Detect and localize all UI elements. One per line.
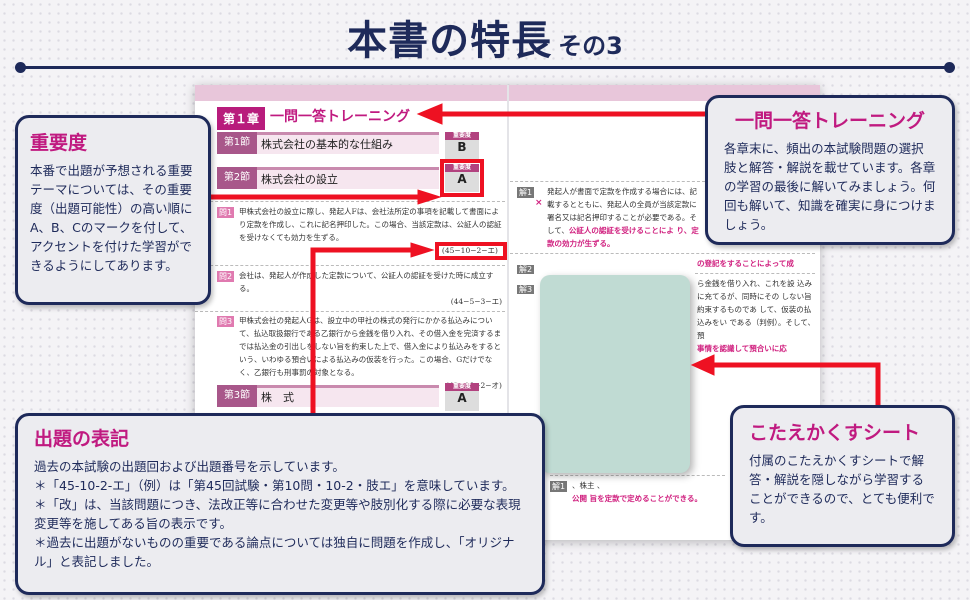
section-header: 第3節株 式 — [217, 385, 439, 407]
callout-body: 過去の本試験の出題回および出題番号を示しています。 — [34, 459, 345, 474]
page-title: 本書の特長その3 — [0, 8, 970, 66]
divider-dot — [944, 62, 955, 73]
callout-training: 一問一答トレーニング 各章末に、頻出の本試験問題の選択肢と解答・解説を載せていま… — [705, 95, 955, 245]
callout-title: 一問一答トレーニング — [734, 110, 925, 132]
answer-item: 解1 × 発起人が書面で定款を作成する場合には、記載するとともに、発起人の全員が… — [517, 185, 700, 250]
importance-label: 重要度 — [445, 383, 479, 391]
answer-highlight: 事情を認識して預合いに応 — [697, 344, 787, 353]
title-divider — [22, 66, 948, 69]
question-text: 甲株式会社の設立に際し、発起人Fは、会社法所定の事項を記載して書面により定款を作… — [239, 207, 502, 242]
question-number: 問2 — [217, 271, 235, 282]
answer-cover-sheet — [540, 275, 690, 473]
question-item: 問2 会社は、発起人が作成した定款について、公証人の認証を受けた時に成立する。 … — [217, 269, 502, 308]
chapter-title: 一問一答トレーニング — [270, 109, 410, 125]
answer-highlight: の登記をすることによって成 — [697, 259, 794, 268]
section-header: 第1節株式会社の基本的な仕組み — [217, 132, 439, 154]
importance-label: 重要度 — [445, 164, 479, 172]
section-number: 第3節 — [217, 385, 257, 407]
callout-bullet: ＊「改」は、当該問題につき、法改正等に合わせた変更等や肢別化する際に必要な表現変… — [34, 497, 521, 531]
importance-label: 重要度 — [445, 132, 479, 140]
answer-number: 解2 — [517, 265, 535, 274]
arrow-head-icon — [416, 103, 443, 125]
callout-title: 出題の表記 — [34, 428, 130, 450]
divider — [695, 273, 815, 274]
callout-notation: 出題の表記 過去の本試験の出題回および出題番号を示しています。 ＊「45-10-… — [15, 413, 545, 595]
question-text: 会社は、発起人が作成した定款について、公証人の認証を受けた時に成立する。 — [239, 271, 494, 293]
divider — [510, 253, 815, 254]
divider — [195, 311, 505, 312]
book-spine — [507, 85, 509, 540]
title-main: 本書の特長 — [347, 18, 553, 64]
section-number: 第1節 — [217, 132, 257, 154]
callout-sheet: こたえかくすシート 付属のこたえかくすシートで解答・解説を隠しながら学習すること… — [730, 405, 955, 547]
answer-number: 解1 — [517, 187, 535, 198]
section-number: 第2節 — [217, 167, 257, 189]
title-sub: その3 — [558, 32, 623, 60]
divider — [195, 201, 505, 202]
answer-mark: × — [535, 198, 543, 208]
importance-grade: A — [457, 172, 467, 186]
arrow-line — [712, 362, 881, 405]
question-item: 問1 甲株式会社の設立に際し、発起人Fは、会社法所定の事項を記載して書面により定… — [217, 205, 502, 257]
section-title: 株式会社の設立 — [261, 173, 338, 186]
callout-bullet: ＊「45-10-2-エ」（例）は「第45回試験・第10問・10-2・肢エ」を意味… — [34, 478, 515, 493]
section-header: 第2節株式会社の設立 — [217, 167, 439, 189]
answer-highlight: 公証人の認証を受けることによ り、定款の効力が生ずる。 — [547, 226, 699, 248]
answer-body: ら金銭を借り入れ、これを設 込みに充てるが、同時にその しない旨約束するものであ… — [697, 277, 815, 355]
arrow-line — [310, 247, 412, 413]
callout-body: 各章末に、頻出の本試験問題の選択肢と解答・解説を載せています。各章の学習の最後に… — [724, 141, 936, 232]
importance-grade: A — [457, 391, 467, 405]
answer-item: 解1 、株主 、 公開 旨を定款で定めることができる。 — [550, 479, 725, 505]
question-reference: (45−10−2−エ) — [441, 246, 498, 255]
callout-title: こたえかくすシート — [749, 422, 921, 444]
question-text: 甲株式会社の発起人Gは、設立中の甲社の株式の発行にかかる払込みについて、払込取扱… — [239, 316, 502, 377]
callout-importance: 重要度 本番で出題が予想される重要テーマについては、その重要度（出題可能性）の高… — [15, 115, 211, 305]
answer-item: 解3 — [517, 277, 537, 296]
section-title: 株式会社の基本的な仕組み — [261, 138, 393, 151]
question-number: 問1 — [217, 207, 235, 218]
arrow-head-icon — [690, 354, 715, 376]
divider — [195, 265, 505, 266]
callout-title: 重要度 — [30, 132, 88, 154]
answer-item: 解2 — [517, 257, 537, 276]
callout-bullet: ＊過去に出題がないものの重要である論点については独自に問題を作成し、「オリジナル… — [34, 535, 515, 569]
highlight-box — [435, 242, 507, 260]
divider — [510, 181, 705, 182]
answer-text: ら金銭を借り入れ、これを設 込みに充てるが、同時にその しない旨約束するものであ… — [697, 279, 815, 340]
question-reference: (44−5−3−エ) — [450, 297, 502, 306]
answer-number: 解1 — [550, 481, 568, 492]
answer-text: 、株主 、 — [572, 481, 605, 490]
highlight-box — [440, 159, 484, 197]
divider — [550, 475, 725, 476]
answer-highlight: 公開 旨を定款で定めることができる。 — [572, 494, 702, 503]
answer-text: 発起人が書面で定款を作成する場合には、記載するとともに、発起人の全員が当該定款に… — [547, 187, 697, 235]
arrow-head-icon — [410, 242, 435, 258]
callout-body: 本番で出題が予想される重要テーマについては、その重要度（出題可能性）の高い順にA… — [30, 163, 193, 273]
divider-dot — [15, 62, 26, 73]
arrow-head-icon — [417, 189, 442, 205]
section-title: 株 式 — [261, 391, 294, 404]
importance-grade: B — [457, 140, 467, 154]
callout-body: 付属のこたえかくすシートで解答・解説を隠しながら学習することができるので、とても… — [749, 453, 935, 525]
chapter-label: 第１章 — [217, 107, 266, 130]
question-number: 問3 — [217, 316, 235, 327]
answer-number: 解3 — [517, 285, 535, 294]
